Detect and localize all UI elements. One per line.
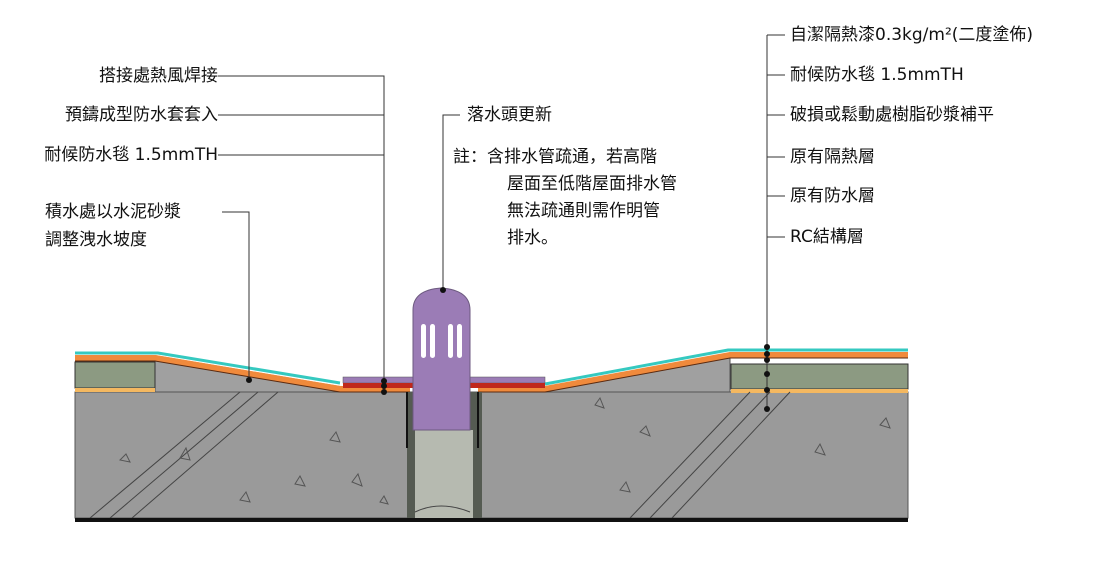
label-membrane-right: 耐候防水毯 1.5mmTH bbox=[790, 65, 964, 85]
label-hot-air-weld: 搭接處熱風焊接 bbox=[99, 66, 218, 86]
leader-dots bbox=[246, 287, 770, 412]
rc-structural-slab bbox=[74, 391, 909, 519]
label-insulation: 原有隔熱層 bbox=[790, 147, 875, 167]
aggregate-marks bbox=[118, 396, 891, 505]
note-line4: 排水。 bbox=[507, 228, 558, 248]
cyan-coating bbox=[75, 351, 341, 385]
note-line1: 註：含排水管疏通，若高階 bbox=[453, 147, 657, 167]
insulation-right bbox=[730, 363, 909, 390]
drain-head bbox=[412, 287, 471, 431]
label-precast-sleeve: 預鑄成型防水套套入 bbox=[65, 105, 218, 125]
note-line3: 無法疏通則需作明管 bbox=[507, 201, 660, 221]
waterproof-left bbox=[75, 388, 155, 392]
label-waterproof-layer: 原有防水層 bbox=[790, 186, 875, 206]
label-rc-structure: RC結構層 bbox=[790, 227, 864, 247]
rebar-lines bbox=[89, 391, 791, 519]
label-membrane-left: 耐候防水毯 1.5mmTH bbox=[44, 145, 218, 165]
drain-slots bbox=[421, 324, 462, 358]
label-mortar-line1: 積水處以水泥砂漿 bbox=[45, 202, 181, 222]
label-drain-head: 落水頭更新 bbox=[467, 105, 552, 125]
insulation-left bbox=[74, 361, 156, 389]
note-line2: 屋面至低階屋面排水管 bbox=[507, 174, 677, 194]
label-coating: 自潔隔熱漆0.3kg/m²(二度塗佈) bbox=[790, 25, 1034, 45]
label-resin-mortar: 破損或鬆動處樹脂砂漿補平 bbox=[790, 105, 994, 125]
waterproof-right bbox=[731, 389, 908, 393]
label-mortar-line2: 調整洩水坡度 bbox=[45, 230, 147, 250]
drain-pipe bbox=[415, 430, 473, 518]
